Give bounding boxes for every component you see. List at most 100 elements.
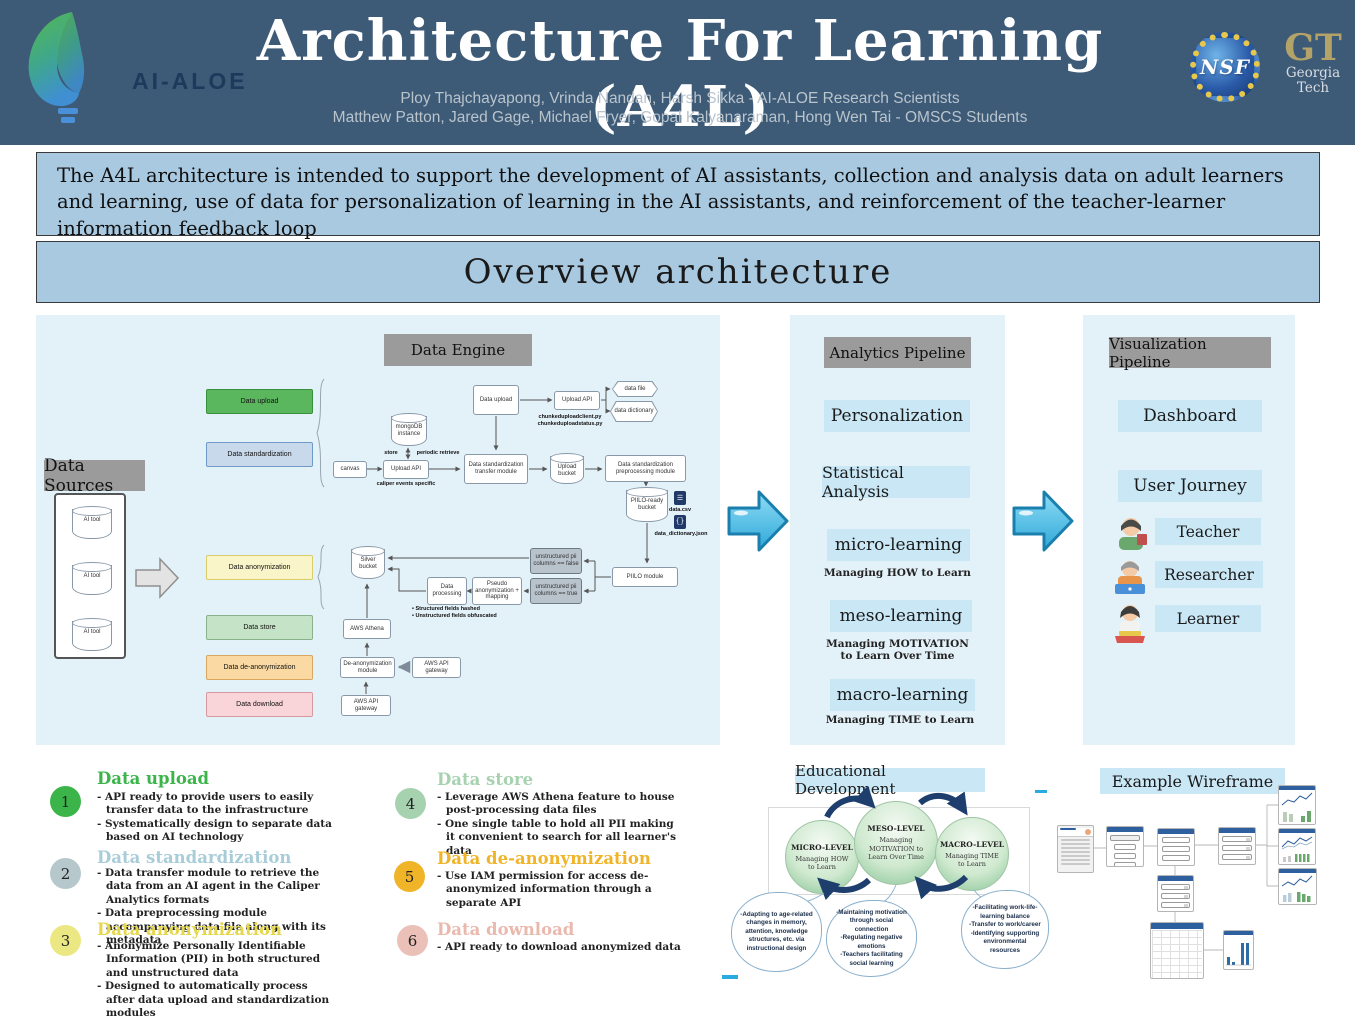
wireframe-report-card-3 <box>1278 868 1317 905</box>
data-sources-heading: Data Sources <box>44 456 145 496</box>
csv-file-icon: ☰ <box>674 491 686 505</box>
macro-level-callout: -Facilitating work-life- learning balanc… <box>961 890 1049 969</box>
module-2-number: 2 <box>50 858 81 889</box>
module-6-number: 6 <box>397 925 428 956</box>
visualization-pipeline-heading: Visualization Pipeline <box>1109 335 1271 371</box>
module-1-bullets: API ready to provide users to easily tra… <box>97 791 335 845</box>
micro-learning-caption: Managing HOW to Learn <box>824 567 971 579</box>
flow-connectors <box>316 378 650 694</box>
authors-line-1: Ploy Thajchayapong, Vrinda Nandan, Harsh… <box>400 90 960 107</box>
flow-node-piilo-module: PIILO module <box>612 567 678 587</box>
flow-node-aws-athena: AWS Athena <box>343 619 391 639</box>
meso-learning-caption: Managing MOTIVATION to Learn Over Time <box>826 638 969 663</box>
module-6-title: Data download <box>437 920 575 939</box>
wireframe-bar-chart-card <box>1223 930 1254 970</box>
flow-node-upload-api-2: Upload API <box>554 391 600 410</box>
module-4-number: 4 <box>395 788 426 819</box>
poster-header: AI-ALOE Architecture For Learning (A4L) … <box>0 0 1355 145</box>
module-2-bullets: Data transfer module to retrieve the dat… <box>97 867 335 948</box>
macro-level-circle: MACRO-LEVEL Managing TIME to Learn <box>935 817 1009 891</box>
module-5-bullets: Use IAM permission for access de-anonymi… <box>437 870 682 910</box>
data-engine-heading: Data Engine <box>384 334 532 366</box>
module-5-title: Data de-anonymization <box>437 849 651 868</box>
module-3-title: Data anonymization <box>97 920 283 939</box>
ai-aloe-logo: AI-ALOE <box>14 6 254 138</box>
poster-authors: Ploy Thajchayapong, Vrinda Nandan, Harsh… <box>180 90 1180 128</box>
flow-node-data-upload: Data upload <box>473 385 519 415</box>
module-3-number: 3 <box>50 925 81 956</box>
flow-node-std-preprocessing-module: Data standardization preprocessing modul… <box>605 455 686 482</box>
wireframe-report-card-2 <box>1278 828 1316 865</box>
viz-item-user-journey: User Journey <box>1118 470 1262 502</box>
data-engine-panel: Data Engine Data Sources AI tool AI tool… <box>36 315 720 745</box>
gt-name-line1: Georgia <box>1285 65 1341 81</box>
analytics-to-visualization-arrow <box>1012 490 1074 552</box>
example-wireframe-section: Example Wireframe <box>1035 763 1355 1012</box>
engine-to-analytics-arrow <box>727 490 789 552</box>
flow-node-deanonymization-module: De-anonymization module <box>340 657 395 678</box>
macro-learning-caption: Managing TIME to Learn <box>825 714 975 726</box>
module-1-number: 1 <box>50 786 81 817</box>
visualization-pipeline-panel: Visualization Pipeline Dashboard User Jo… <box>1083 315 1295 745</box>
edu-cycle-arrows <box>775 785 1006 905</box>
learner-icon <box>1115 605 1145 643</box>
meso-level-callout: -Maintaining motivation through social c… <box>826 900 917 977</box>
json-file-label: data_dictionary.json <box>654 531 708 537</box>
wireframe-landing-card <box>1106 826 1144 867</box>
flow-node-upload-api: Upload API <box>383 460 429 479</box>
flow-node-canvas: canvas <box>333 461 367 478</box>
wireframe-select-card-1 <box>1157 828 1195 866</box>
flow-node-upload-bucket: Upload bucket <box>550 453 584 484</box>
persona-avatar <box>1085 829 1091 835</box>
ai-tool-source-3: AI tool <box>72 618 112 651</box>
analytics-item-meso-learning: meso-learning <box>830 600 972 632</box>
abstract-text: The A4L architecture is intended to supp… <box>36 152 1320 240</box>
example-wireframe-heading: Example Wireframe <box>1100 768 1285 794</box>
module-3-bullets: Anonymize Personally Identifiable Inform… <box>97 940 335 1021</box>
meso-level-circle: MESO-LEVEL Managing MOTIVATION to Learn … <box>854 801 938 885</box>
module-2-title: Data standardization <box>97 848 292 867</box>
module-5-number: 5 <box>394 861 425 892</box>
mini-line-bar-chart-2 <box>1281 836 1313 862</box>
module-4-bullets: Leverage AWS Athena feature to house pos… <box>437 791 682 858</box>
module-1-title: Data upload <box>97 769 210 788</box>
stage-data-upload: Data upload <box>206 389 313 414</box>
json-file-icon: {} <box>674 515 686 529</box>
teal-dash-decoration-2 <box>1035 790 1047 793</box>
wireframe-report-card-1 <box>1278 785 1316 825</box>
viz-item-teacher: Teacher <box>1155 518 1261 545</box>
overview-architecture-heading: Overview architecture <box>36 241 1320 303</box>
flow-node-aws-api-gateway-bottom: AWS API gateway <box>341 695 391 716</box>
analytics-item-statistical-analysis: Statistical Analysis <box>822 463 970 501</box>
data-sources-container: AI tool AI tool AI tool <box>54 493 126 659</box>
micro-level-callout: -Adapting to age-related changes in memo… <box>731 892 822 972</box>
nsf-logo-text: NSF <box>1200 55 1250 79</box>
analytics-pipeline-heading: Analytics Pipeline <box>824 337 971 368</box>
teal-dash-decoration <box>722 975 738 979</box>
ai-tool-source-2: AI tool <box>72 562 112 595</box>
educational-development-section: Educational Development MICRO-LEVEL Mana… <box>722 762 1050 1012</box>
educational-development-heading: Educational Development <box>795 762 985 798</box>
module-6-bullets: API ready to download anonymized data <box>437 941 682 954</box>
analytics-item-personalization: Personalization <box>824 400 970 432</box>
flow-node-pii-false: unstructured pii columns == false <box>530 548 582 574</box>
ai-aloe-leaf-bulb-icon <box>28 12 85 123</box>
wireframe-connectors <box>1094 804 1278 951</box>
teacher-icon <box>1119 518 1147 550</box>
flow-node-std-transfer-module: Data standardization transfer module <box>464 454 528 484</box>
viz-item-dashboard: Dashboard <box>1118 400 1262 432</box>
stage-data-anonymization: Data anonymization <box>206 555 313 580</box>
nsf-logo: NSF <box>1190 32 1260 102</box>
stage-data-download: Data download <box>206 692 313 717</box>
flow-node-data-processing: Data processing <box>427 577 467 605</box>
ai-aloe-logo-text: AI-ALOE <box>132 68 248 94</box>
mini-line-bar-chart-3 <box>1281 875 1313 902</box>
researcher-icon <box>1115 561 1145 594</box>
module-4-title: Data store <box>437 770 534 789</box>
gt-mark: GT <box>1284 27 1342 69</box>
georgia-tech-logo: GT Georgia Tech <box>1278 30 1348 96</box>
wireframe-select-card-2 <box>1157 875 1194 912</box>
flow-node-pseudo-anonymization: Pseudo anonymization + mapping <box>472 577 522 605</box>
periodic-retrieve-label: periodic retrieve <box>416 450 460 456</box>
